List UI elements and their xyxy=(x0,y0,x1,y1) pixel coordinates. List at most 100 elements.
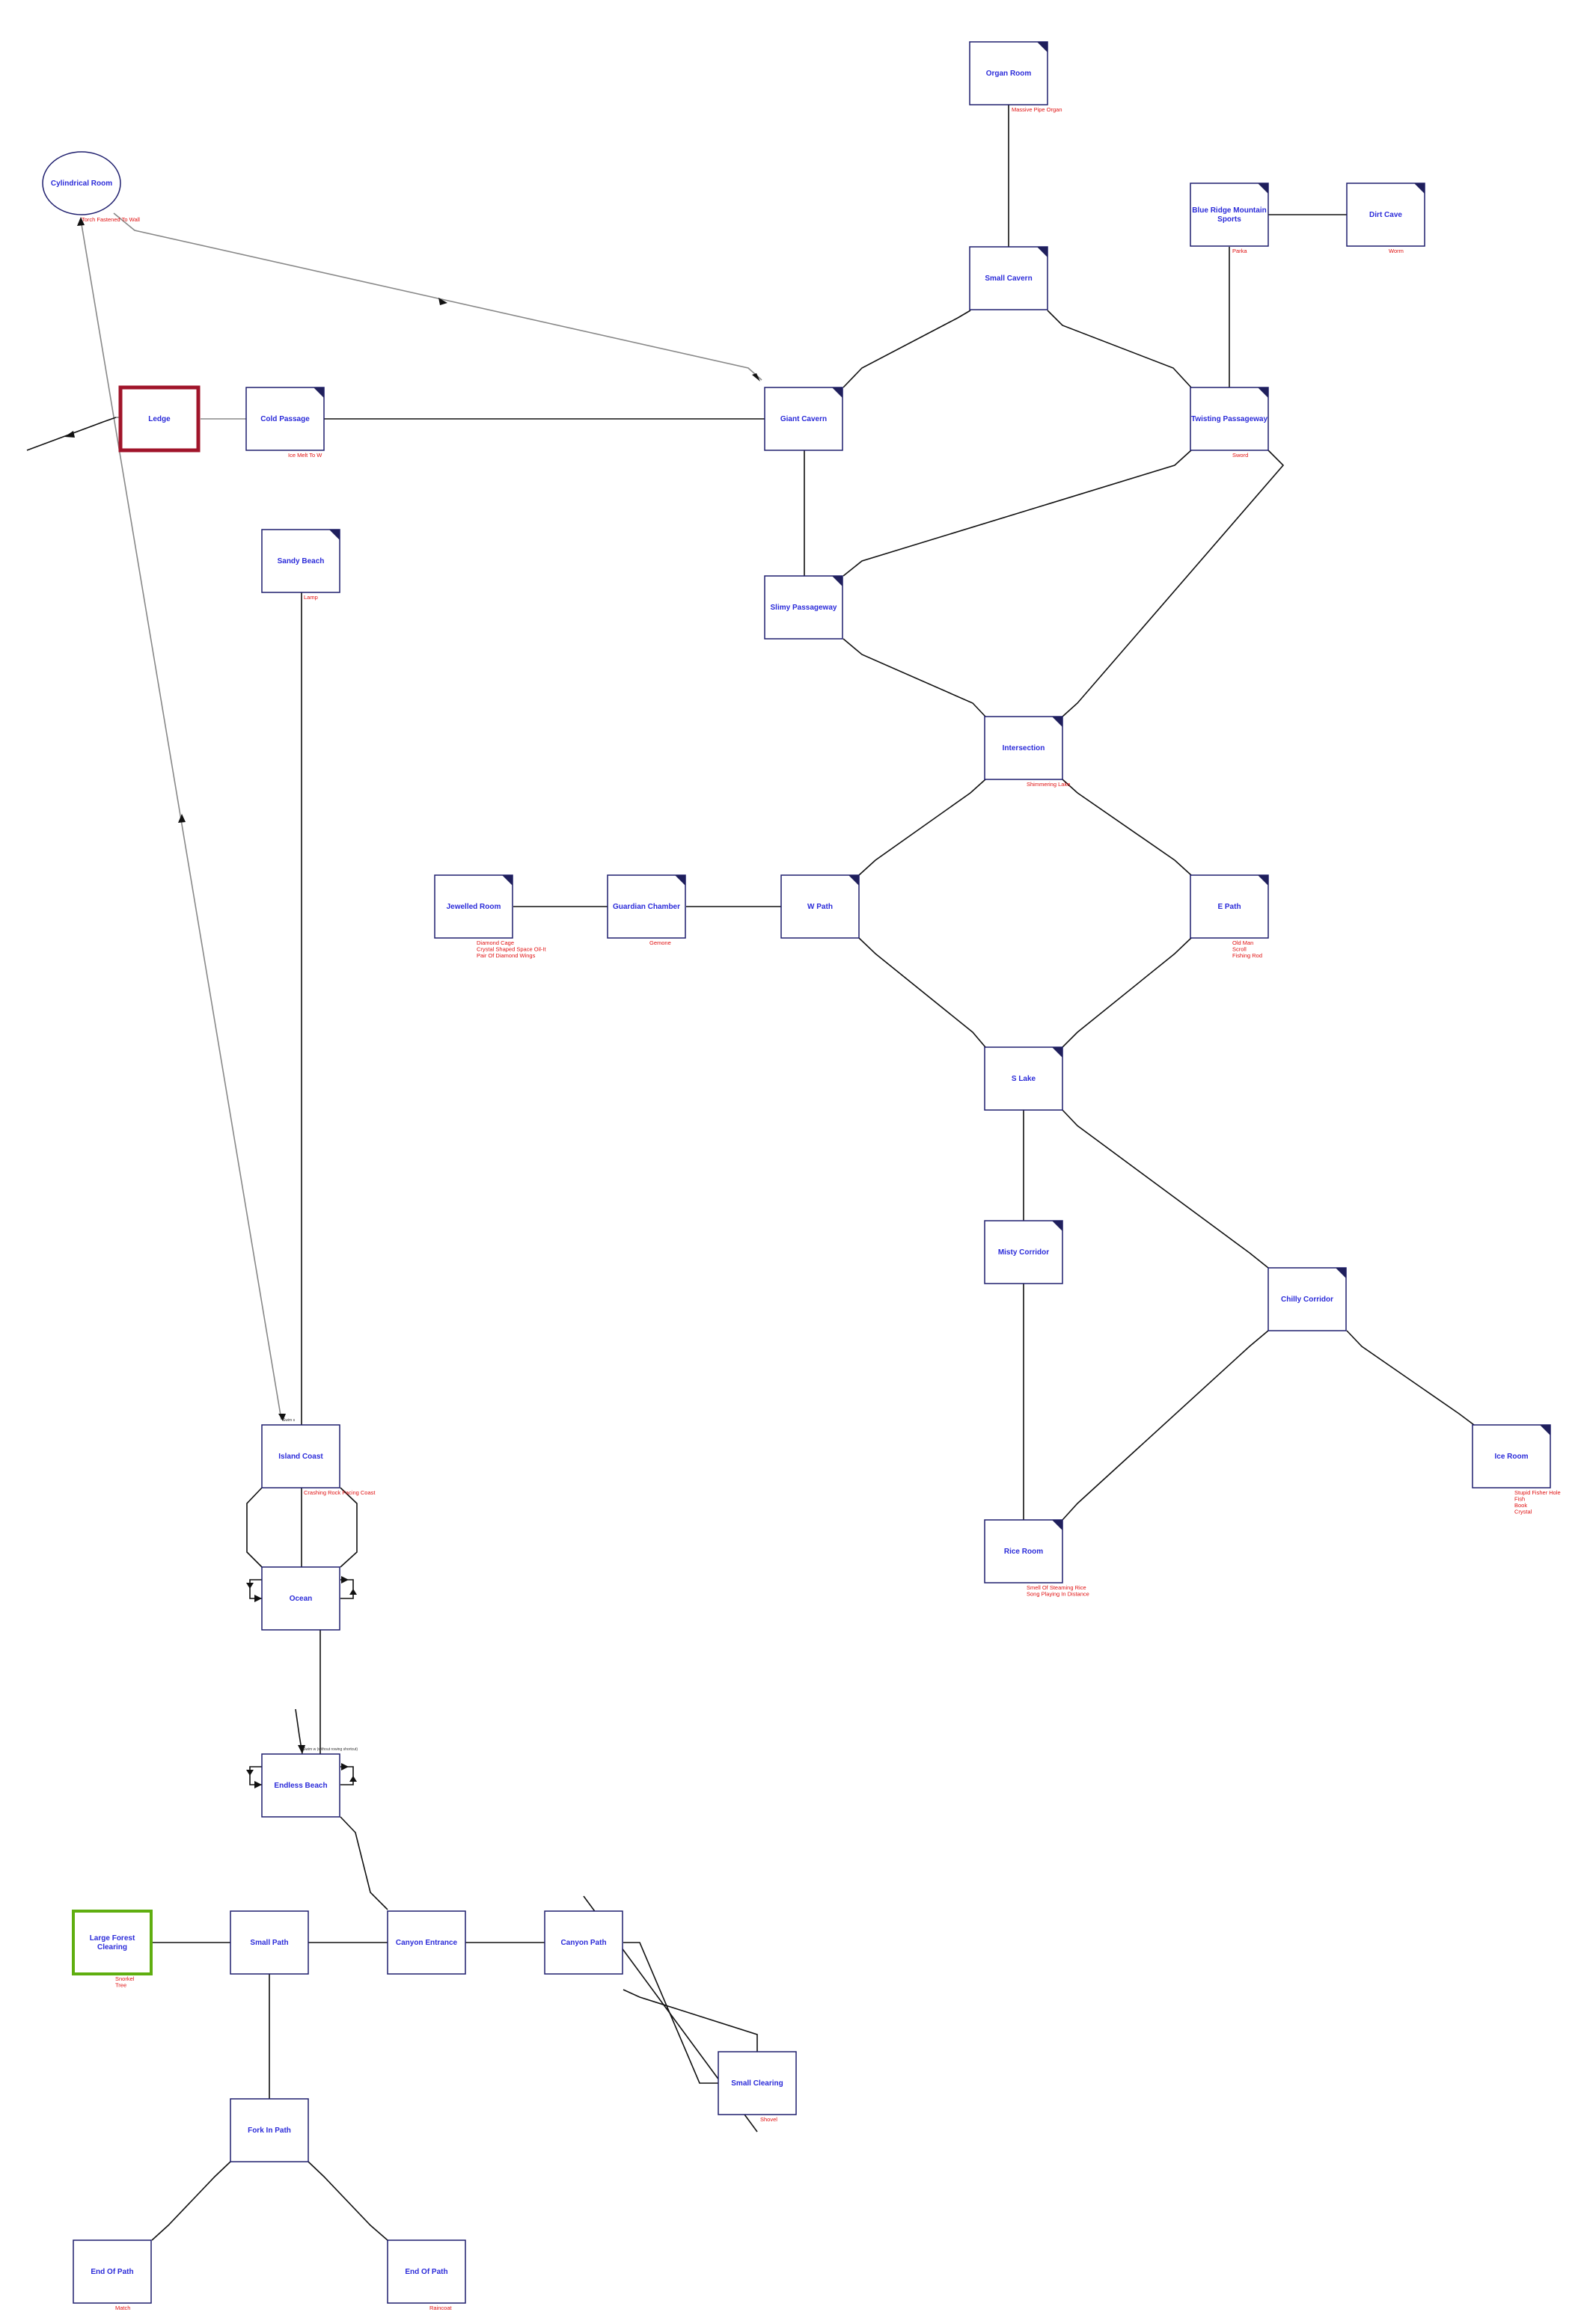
room-box[interactable] xyxy=(1267,1267,1347,1331)
room-box[interactable] xyxy=(1190,387,1269,451)
room-box[interactable] xyxy=(230,1910,309,1975)
room-box[interactable] xyxy=(261,1753,340,1818)
corner-marker-icon xyxy=(675,875,685,886)
room-name: End Of Path xyxy=(405,2268,447,2276)
room-box[interactable] xyxy=(984,1046,1063,1111)
corner-marker-icon xyxy=(1258,387,1268,398)
room-name: E Path xyxy=(1217,903,1241,911)
ledge-west-exit xyxy=(26,417,117,451)
chilly-to-rice-room xyxy=(1062,1330,1269,1521)
arrowhead xyxy=(178,814,186,823)
connections xyxy=(26,105,1475,2241)
room-small-cavern[interactable]: Small Cavern xyxy=(969,246,1048,310)
room-box[interactable] xyxy=(1190,183,1269,247)
corner-marker-icon xyxy=(1037,247,1048,257)
corner-marker-icon xyxy=(502,875,513,886)
room-box[interactable] xyxy=(969,41,1048,105)
room-box[interactable] xyxy=(72,1910,153,1975)
room-name: Guardian Chamber xyxy=(613,903,680,911)
room-box[interactable] xyxy=(42,151,121,215)
chilly-to-ice-room xyxy=(1346,1330,1475,1426)
room-misty-corridor[interactable]: Misty Corridor xyxy=(984,1220,1063,1284)
room-items: Crashing Rock Facing Coast xyxy=(304,1489,376,1496)
room-name: Rice Room xyxy=(1004,1548,1043,1556)
room-ledge[interactable]: Ledge xyxy=(118,385,201,453)
room-name: S Lake xyxy=(1012,1075,1036,1083)
room-items: Sword xyxy=(1232,452,1248,459)
room-box[interactable] xyxy=(387,2239,466,2304)
room-box[interactable] xyxy=(607,874,686,939)
s-lake-to-chilly xyxy=(1062,1109,1269,1269)
room-name: Sandy Beach xyxy=(278,557,325,565)
corner-marker-icon xyxy=(832,576,842,586)
room-name: Ocean xyxy=(290,1595,313,1603)
room-box[interactable] xyxy=(1346,183,1425,247)
room-box[interactable] xyxy=(1190,874,1269,939)
room-box[interactable] xyxy=(118,385,201,453)
room-small-path[interactable]: Small Path xyxy=(230,1910,309,1975)
room-fork-in-path[interactable]: Fork In Path xyxy=(230,2098,309,2162)
corner-marker-icon xyxy=(848,875,859,886)
room-ocean[interactable]: Ocean xyxy=(261,1566,340,1631)
room-box[interactable] xyxy=(245,387,325,451)
room-endless-beach[interactable]: Endless Beach xyxy=(261,1753,340,1818)
room-giant-cavern[interactable]: Giant Cavern xyxy=(764,387,843,451)
arrowhead xyxy=(64,431,75,438)
arrowhead xyxy=(278,1414,286,1421)
room-box[interactable] xyxy=(969,246,1048,310)
room-box[interactable] xyxy=(780,874,860,939)
room-w-path[interactable]: W Path xyxy=(780,874,860,939)
corner-marker-icon xyxy=(1052,1520,1062,1530)
room-box[interactable] xyxy=(718,2051,797,2115)
twisting-to-slimy xyxy=(842,450,1192,577)
room-box[interactable] xyxy=(73,2239,152,2304)
room-box[interactable] xyxy=(387,1910,466,1975)
room-box[interactable] xyxy=(1472,1424,1551,1488)
corner-marker-icon xyxy=(1258,183,1268,194)
room-box[interactable] xyxy=(984,1220,1063,1284)
room-box[interactable] xyxy=(764,387,843,451)
room-items: Ice Melt To W xyxy=(288,452,322,459)
room-box[interactable] xyxy=(261,529,340,593)
room-box[interactable] xyxy=(261,1566,340,1631)
room-canyon-path[interactable]: Canyon Path xyxy=(544,1910,623,1975)
room-box[interactable] xyxy=(544,1910,623,1975)
room-items: Worm xyxy=(1389,248,1404,254)
room-slimy-passageway[interactable]: Slimy Passageway xyxy=(764,575,843,640)
corner-marker-icon xyxy=(1052,1047,1062,1058)
room-canyon-entrance[interactable]: Canyon Entrance xyxy=(387,1910,466,1975)
room-box[interactable] xyxy=(434,874,513,939)
room-chilly-corridor[interactable]: Chilly Corridor xyxy=(1267,1267,1347,1331)
corner-marker-icon xyxy=(329,530,340,540)
room-box[interactable] xyxy=(984,1519,1063,1583)
corner-marker-icon xyxy=(314,387,324,398)
room-box[interactable] xyxy=(230,2098,309,2162)
room-box[interactable] xyxy=(764,575,843,640)
e-path-to-s-lake xyxy=(1062,937,1192,1048)
room-name: Dirt Cave xyxy=(1369,211,1402,219)
room-s-lake[interactable]: S Lake xyxy=(984,1046,1063,1111)
room-box[interactable] xyxy=(984,716,1063,780)
room-box[interactable] xyxy=(261,1424,340,1488)
room-items: Shimmering Lake xyxy=(1027,781,1070,788)
